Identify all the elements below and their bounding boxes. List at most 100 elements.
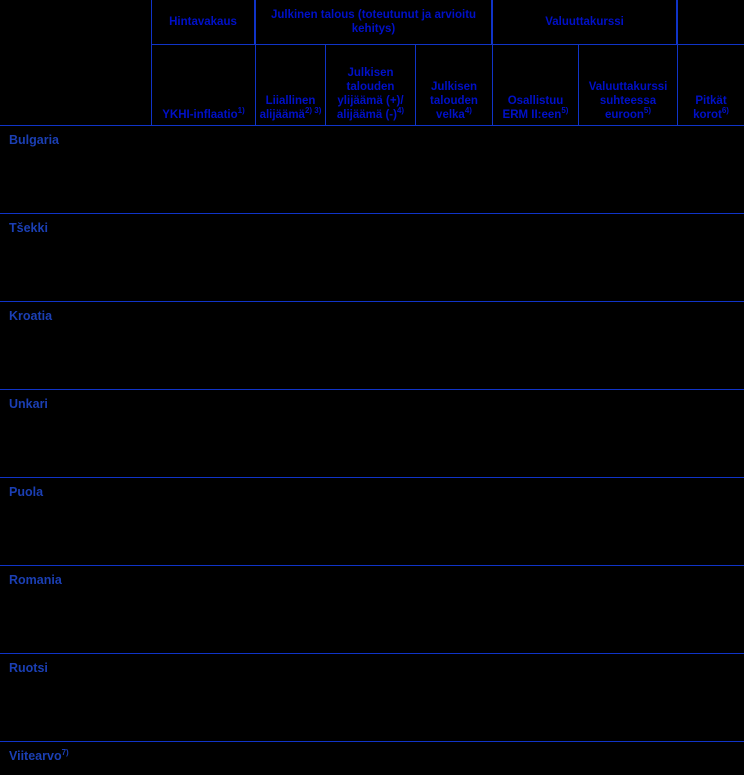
cell-romania-excessive-deficit xyxy=(255,566,325,654)
cell-croatia-surplus-deficit xyxy=(325,302,415,390)
row-label-czechia: Tšekki xyxy=(9,221,149,236)
column-header-long-term-rates-note: 6) xyxy=(721,106,729,116)
cell-bulgaria-excessive-deficit xyxy=(255,126,325,214)
cell-romania-hicp-inflation xyxy=(151,566,255,654)
cell-hungary-surplus-deficit xyxy=(325,390,415,478)
cell-poland-fx-vs-euro xyxy=(578,478,677,566)
column-header-long-term-rates-label: Pitkät korot xyxy=(693,95,727,121)
header-group-price-stability-label: Hintavakaus xyxy=(169,16,237,28)
cell-bulgaria-fx-vs-euro xyxy=(578,126,677,214)
cell-reference-value-fx-vs-euro xyxy=(578,742,677,775)
table-row-croatia: Kroatia xyxy=(0,302,744,390)
column-header-surplus-deficit-label: Julkisen talouden ylijäämä (+)/ alijäämä… xyxy=(336,67,404,121)
cell-reference-value-public-debt xyxy=(415,742,492,775)
cell-bulgaria-public-debt xyxy=(415,126,492,214)
column-header-excessive-deficit-note: 2) 3) xyxy=(304,106,322,116)
cell-romania-erm-participation xyxy=(492,566,578,654)
cell-croatia-erm-participation xyxy=(492,302,578,390)
row-label-hungary-text: Unkari xyxy=(9,397,48,411)
cell-croatia-excessive-deficit xyxy=(255,302,325,390)
cell-bulgaria-surplus-deficit xyxy=(325,126,415,214)
cell-sweden-erm-participation xyxy=(492,654,578,742)
table-header: Hintavakaus Julkinen talous (toteutunut … xyxy=(0,0,744,126)
cell-sweden-surplus-deficit xyxy=(325,654,415,742)
header-group-exchange-rate-label: Valuuttakurssi xyxy=(545,16,624,28)
cell-hungary-hicp-inflation xyxy=(151,390,255,478)
cell-croatia-fx-vs-euro xyxy=(578,302,677,390)
header-group-price-stability: Hintavakaus xyxy=(151,0,255,45)
row-label-reference-value: Viitearvo7) xyxy=(9,747,149,764)
column-header-fx-vs-euro-label: Valuuttakurssi suhteessa euroon xyxy=(588,81,668,121)
cell-sweden-hicp-inflation xyxy=(151,654,255,742)
cell-poland-excessive-deficit xyxy=(255,478,325,566)
cell-poland-hicp-inflation xyxy=(151,478,255,566)
cell-bulgaria-long-term-rates xyxy=(677,126,744,214)
table-row-romania: Romania xyxy=(0,566,744,654)
header-bottom-rule xyxy=(0,125,744,126)
cell-poland-long-term-rates xyxy=(677,478,744,566)
cell-sweden-public-debt xyxy=(415,654,492,742)
row-label-croatia-text: Kroatia xyxy=(9,309,53,323)
column-header-long-term-rates: Pitkät korot6) xyxy=(677,45,744,126)
row-label-hungary: Unkari xyxy=(9,397,149,412)
cell-hungary-erm-participation xyxy=(492,390,578,478)
row-label-bulgaria-text: Bulgaria xyxy=(9,133,60,147)
row-label-reference-value-text: Viitearvo xyxy=(9,749,62,763)
row-rule-romania xyxy=(0,653,744,654)
column-header-surplus-deficit-note: 4) xyxy=(396,106,405,116)
row-rule-sweden xyxy=(0,741,744,742)
column-header-hicp-inflation: YKHI-inflaatio1) xyxy=(151,45,255,126)
cell-czechia-erm-participation xyxy=(492,214,578,302)
row-label-poland-text: Puola xyxy=(9,485,44,499)
cell-sweden-fx-vs-euro xyxy=(578,654,677,742)
cell-croatia-hicp-inflation xyxy=(151,302,255,390)
cell-czechia-excessive-deficit xyxy=(255,214,325,302)
cell-reference-value-erm-participation xyxy=(492,742,578,775)
cell-czechia-fx-vs-euro xyxy=(578,214,677,302)
cell-reference-value-excessive-deficit xyxy=(255,742,325,775)
row-label-sweden-text: Ruotsi xyxy=(9,661,48,675)
cell-poland-surplus-deficit xyxy=(325,478,415,566)
row-label-croatia: Kroatia xyxy=(9,309,149,324)
cell-hungary-fx-vs-euro xyxy=(578,390,677,478)
row-rule-croatia xyxy=(0,389,744,390)
cell-croatia-long-term-rates xyxy=(677,302,744,390)
column-header-fx-vs-euro-note: 5) xyxy=(643,106,652,116)
column-header-public-debt-label: Julkisen talouden velka xyxy=(430,81,478,121)
row-label-sweden: Ruotsi xyxy=(9,661,149,676)
cell-bulgaria-erm-participation xyxy=(492,126,578,214)
row-label-poland: Puola xyxy=(9,485,149,500)
column-header-excessive-deficit-label: Liiallinen alijäämä xyxy=(259,95,316,121)
cell-czechia-long-term-rates xyxy=(677,214,744,302)
cell-reference-value-hicp-inflation xyxy=(151,742,255,775)
cell-hungary-excessive-deficit xyxy=(255,390,325,478)
cell-czechia-public-debt xyxy=(415,214,492,302)
cell-romania-surplus-deficit xyxy=(325,566,415,654)
row-label-czechia-text: Tšekki xyxy=(9,221,48,235)
column-header-public-debt-note: 4) xyxy=(464,106,472,116)
cell-bulgaria-hicp-inflation xyxy=(151,126,255,214)
row-label-bulgaria: Bulgaria xyxy=(9,133,149,148)
header-corner-cell xyxy=(0,0,151,126)
row-label-romania: Romania xyxy=(9,573,149,588)
column-header-hicp-inflation-note: 1) xyxy=(237,106,245,116)
cell-czechia-hicp-inflation xyxy=(151,214,255,302)
cell-romania-long-term-rates xyxy=(677,566,744,654)
row-rule-bulgaria xyxy=(0,213,744,214)
row-rule-hungary xyxy=(0,477,744,478)
column-header-surplus-deficit: Julkisen talouden ylijäämä (+)/ alijäämä… xyxy=(325,45,415,126)
row-label-romania-text: Romania xyxy=(9,573,62,587)
column-header-erm-participation-label: Osallistuu ERM II:een xyxy=(502,95,564,121)
header-group-public-finances-label: Julkinen talous (toteutunut ja arvioitu … xyxy=(270,9,477,35)
column-header-excessive-deficit: Liiallinen alijäämä2) 3) xyxy=(255,45,325,126)
cell-hungary-long-term-rates xyxy=(677,390,744,478)
column-header-fx-vs-euro: Valuuttakurssi suhteessa euroon5) xyxy=(578,45,677,126)
cell-sweden-long-term-rates xyxy=(677,654,744,742)
cell-czechia-surplus-deficit xyxy=(325,214,415,302)
column-header-erm-participation-note: 5) xyxy=(561,106,569,116)
cell-reference-value-long-term-rates xyxy=(677,742,744,775)
row-label-reference-value-note: 7) xyxy=(61,747,69,757)
row-rule-poland xyxy=(0,565,744,566)
cell-poland-erm-participation xyxy=(492,478,578,566)
